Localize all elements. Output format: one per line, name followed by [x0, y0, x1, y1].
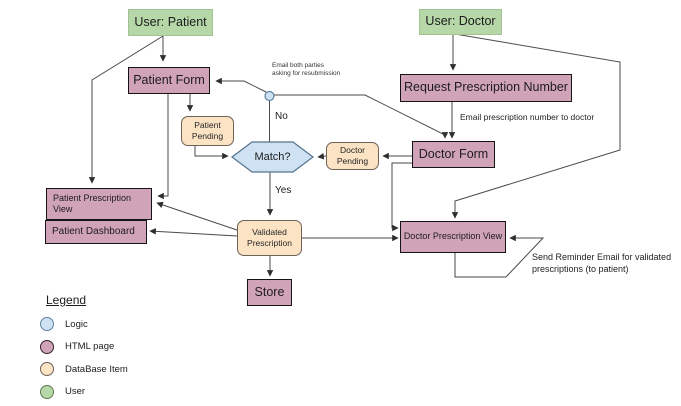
edge-label-send-reminder: Send Reminder Email for validated prescr… [532, 252, 672, 275]
node-request-prescription-number: Request Prescription Number [400, 74, 572, 102]
node-store: Store [247, 279, 292, 306]
node-user-patient: User: Patient [128, 9, 213, 36]
html-page-swatch-icon [40, 339, 54, 354]
edge-label-email-prescription-number: Email prescription number to doctor [460, 112, 595, 122]
legend-label-user: User [65, 386, 86, 398]
node-match-decision: Match? [254, 151, 291, 163]
legend-item-html-page: HTML page [40, 336, 128, 359]
edge-userpatient-ppview [88, 35, 164, 184]
edge-dpview-reminder-loop [454, 234, 545, 278]
edge-label-no: No [275, 111, 288, 122]
edge-userdoctor-dpview [451, 33, 621, 219]
edge-junction-patientform [215, 77, 267, 93]
node-patient-prescription-view: Patient Prescription View [46, 188, 152, 220]
legend-item-database-item: DataBase Item [40, 358, 128, 381]
node-patient-pending: Patient Pending [181, 116, 234, 146]
edge-label-email-both-parties: Email both parties asking for resubmissi… [272, 62, 341, 78]
logic-swatch-icon [40, 317, 54, 332]
legend: Legend Logic HTML page DataBase Item Use… [40, 293, 128, 403]
resubmission-junction-dot [264, 90, 275, 102]
legend-title: Legend [46, 293, 87, 307]
edge-validated-dashboard [149, 228, 238, 237]
legend-item-logic: Logic [40, 313, 128, 336]
edge-patientform-ppview [157, 94, 169, 200]
user-swatch-icon [40, 384, 54, 399]
edge-patientpending-match [194, 146, 229, 160]
legend-label-database-item: DataBase Item [65, 363, 128, 375]
node-doctor-form: Doctor Form [412, 141, 495, 168]
edge-label-yes: Yes [275, 185, 292, 196]
node-patient-form: Patient Form [128, 67, 210, 94]
legend-label-logic: Logic [65, 318, 88, 330]
edge-doctorpending-match [317, 153, 327, 160]
legend-item-user: User [40, 381, 128, 404]
legend-label-html-page: HTML page [65, 341, 115, 353]
node-user-doctor: User: Doctor [419, 9, 502, 35]
edge-doctorform-dpview [391, 162, 412, 232]
database-item-swatch-icon [40, 362, 54, 377]
node-doctor-prescription-view: Doctor Prescription View [400, 221, 506, 253]
node-doctor-pending: Doctor Pending [326, 142, 379, 170]
edge-validated-ppview [156, 201, 238, 231]
node-patient-dashboard: Patient Dashboard [45, 220, 147, 244]
match-hexagon-shape [231, 141, 314, 173]
node-validated-prescription: Validated Prescription [237, 220, 302, 256]
edge-junction-doctorform [274, 94, 449, 139]
